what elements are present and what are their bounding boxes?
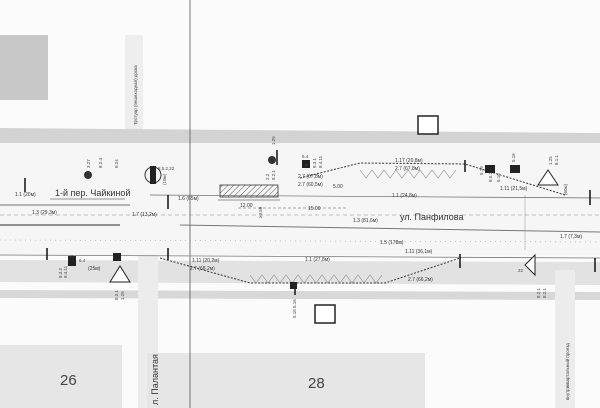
sign-label: Р: [70, 254, 73, 259]
building-top-left: [0, 35, 48, 100]
marking-label: (60м): [563, 183, 568, 195]
sign-label: 8.2.1: [271, 169, 276, 180]
sign-label: 8.3.1: [312, 157, 317, 168]
marking-label: 1.3 (29,3м): [32, 210, 57, 216]
warning-sign-icon: [109, 265, 131, 283]
dimension-label: 12.00: [240, 203, 253, 209]
marking-label: 1.11 (21,5м): [500, 186, 528, 192]
dotted-line: [0, 239, 600, 243]
side-strip-top: [125, 35, 143, 130]
sign-label: Р: [305, 163, 308, 168]
sign-label: 5.19: [479, 166, 484, 175]
sign-label: 8.24: [114, 159, 119, 168]
marking-label: 1.7 (13,2м): [132, 212, 157, 218]
marking-label: 1.1 (27,8м): [305, 257, 330, 263]
sign-icon: [290, 282, 297, 289]
sign-label: 2.2: [265, 173, 270, 180]
sign-label: 8.4.11: [318, 155, 323, 168]
block-26: [0, 345, 122, 408]
warning-sign-icon: [537, 169, 559, 186]
marking-label: 1.1 (20м): [15, 192, 36, 198]
lane-line: [179, 224, 600, 233]
dimension-labels: 12.00 15.00 5.00 ≥3.50: [240, 184, 343, 218]
sign-label: 8.1.1: [554, 154, 559, 165]
marking-label: 2.7 (66,2м): [408, 277, 433, 283]
sign-label: 8.5.2: [488, 171, 493, 182]
street-label-lane: 1-й пер. Чайкиной: [55, 188, 130, 198]
zigzag-marking: [359, 169, 457, 179]
marking-label: 1.6 (65м): [178, 196, 199, 202]
sign-label: 3.27: [86, 159, 91, 168]
sign-label: 6.4: [79, 258, 86, 263]
street-label-top-side: Тротуар (пешеходная) доска: [133, 65, 138, 125]
marking-label: 1.3 (81,6м): [353, 218, 378, 224]
sign-label: 1.25: [120, 291, 125, 300]
sign-label: 1.25: [271, 136, 276, 145]
marking-label: 2.7 (60,5м): [298, 182, 323, 188]
sign-icon: [113, 253, 121, 261]
sign-pole-icon: [24, 150, 596, 295]
bus-shelter-icon: [417, 115, 439, 135]
inner-drive-strip: [555, 270, 575, 408]
street-label-main: ул. Панфилова: [400, 212, 463, 222]
sign-label: 5.16: [511, 153, 516, 162]
sign-label: 8.4.11: [63, 265, 68, 278]
marking-label: (25м): [88, 266, 101, 272]
bus-stop-sign-icon: [485, 165, 495, 173]
sign-icon: [268, 156, 276, 164]
sign-label: 5.16 5.16: [292, 299, 297, 318]
marking-label: 8.2.1: [114, 289, 119, 300]
sign-label: 8.2.1: [536, 287, 541, 298]
bus-bay-bottom: [159, 257, 461, 284]
marking-label: 1.17 (20,8м): [395, 158, 423, 164]
sidewalk-bottom-2: [0, 290, 600, 300]
marking-label: 1.1 (24,8м): [392, 193, 417, 199]
parking-sign-icon: [302, 160, 310, 168]
sign-label: 6.4: [302, 154, 309, 159]
block-number-26: 26: [60, 372, 77, 389]
marking-label: 2.7 (67,8м): [395, 166, 420, 172]
parking-sign-icon: [68, 256, 76, 266]
sign-label: 8.2.4: [98, 157, 103, 168]
dimension-label: 5.00: [333, 184, 343, 190]
stop-platform: [219, 184, 279, 198]
sign-label: 1.25: [548, 156, 553, 165]
sign-labels: 3.27 8.2.4 8.24 8.5.2,22 (10м) 1.25 2.2 …: [58, 136, 559, 318]
block-28: [147, 353, 425, 408]
marking-labels-bottom: 1.5 (178м) 1.11 (20,2м) 2.7 (68,2м) 1.1 …: [88, 240, 433, 300]
sign-label: 8.3.2: [58, 267, 63, 278]
marking-label: 2.7 (68,2м): [190, 266, 215, 272]
marking-label: 1.7 (7,3м): [560, 234, 582, 240]
marking-labels-top: 1.1 (20м) 1.3 (29,3м) 1.7 (13,2м) 1.6 (6…: [15, 158, 582, 240]
marking-label: 1.5 (178м): [380, 240, 404, 246]
dimension-label: ≥3.50: [258, 206, 263, 218]
sidewalk-bottom-1: [0, 260, 600, 285]
street-label-palantay: л. Палантая: [150, 354, 160, 405]
block-number-28: 28: [308, 375, 325, 392]
marking-label: 2.7 (67,8м): [298, 174, 323, 180]
street-label-inner-drive: внутриквартальный проезд: [564, 343, 570, 400]
bus-stop-sign-icon: [510, 165, 520, 173]
bus-shelter-icon: [314, 304, 336, 324]
sign-label: 22: [518, 268, 524, 273]
sign-label: 5.16: [496, 173, 501, 182]
no-stopping-sign-icon: [84, 171, 92, 179]
sign-label: 8.2.1: [542, 287, 547, 298]
sign-label: (10м): [162, 173, 167, 185]
warning-sign-icon: [524, 253, 536, 277]
zigzag-marking: [249, 274, 383, 284]
marking-label: 1.11 (20,2м): [192, 258, 220, 264]
sign-label: 8.5.2,22: [158, 166, 175, 171]
dimension-label: 15.00: [308, 206, 321, 212]
marking-label: 1.11 (36,1м): [405, 249, 433, 255]
edge-line: [0, 254, 600, 259]
